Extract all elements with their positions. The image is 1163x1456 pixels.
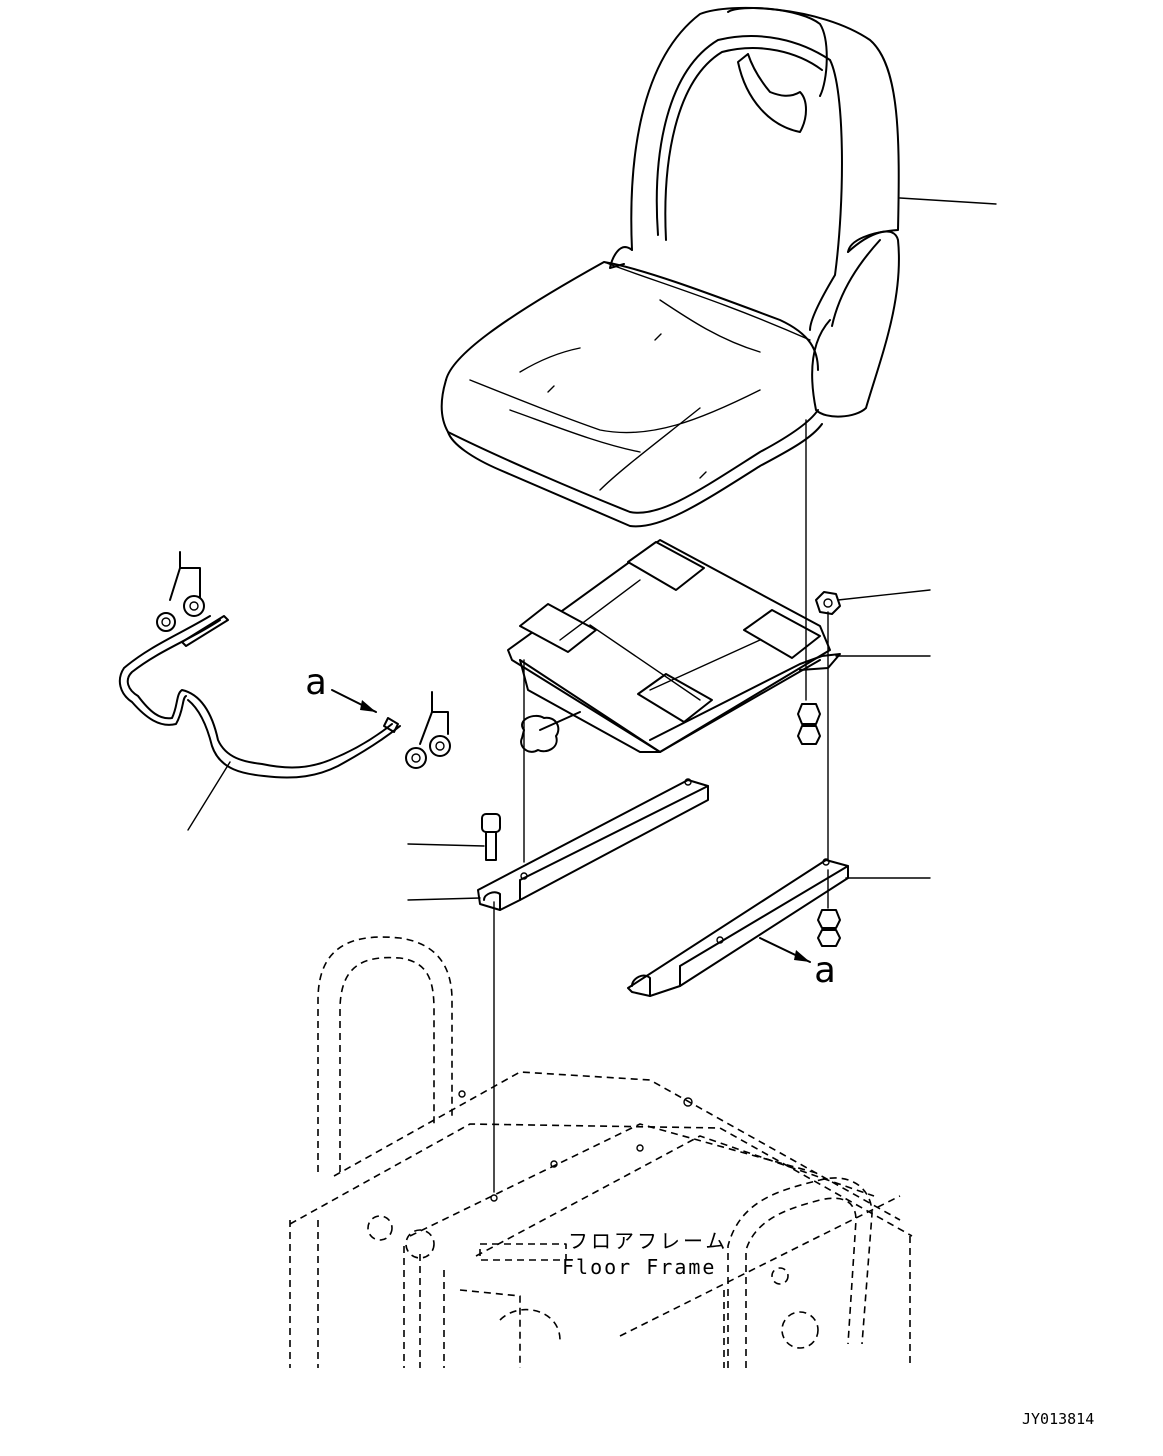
leader-lines <box>187 197 997 901</box>
seat-mount-plate <box>507 539 841 753</box>
drawing-number: JY013814 <box>1022 1410 1094 1428</box>
callout-label-a-upper: a <box>305 662 327 703</box>
seat-rail-left <box>477 778 709 911</box>
floor-frame-label-en: Floor Frame <box>562 1255 716 1279</box>
bolt-center-hex <box>797 703 821 745</box>
bolt-right-hex <box>817 909 841 947</box>
callout-label-a-lower: a <box>814 950 836 991</box>
floor-frame-label-jp: フロアフレーム <box>568 1229 728 1253</box>
callout-arrow-upper: a <box>305 662 377 713</box>
flange-nuts-upper <box>156 551 205 632</box>
adjust-knob <box>520 711 581 753</box>
grab-rod <box>118 615 401 779</box>
callout-arrow-lower: a <box>759 937 836 991</box>
flange-nut-right <box>815 591 841 615</box>
operator-seat <box>440 6 900 528</box>
flange-nuts-middle <box>405 691 451 769</box>
alignment-lines <box>493 419 829 1193</box>
seat-rail-right <box>627 858 849 997</box>
floor-frame <box>289 936 913 1368</box>
bolt-left <box>481 813 501 861</box>
